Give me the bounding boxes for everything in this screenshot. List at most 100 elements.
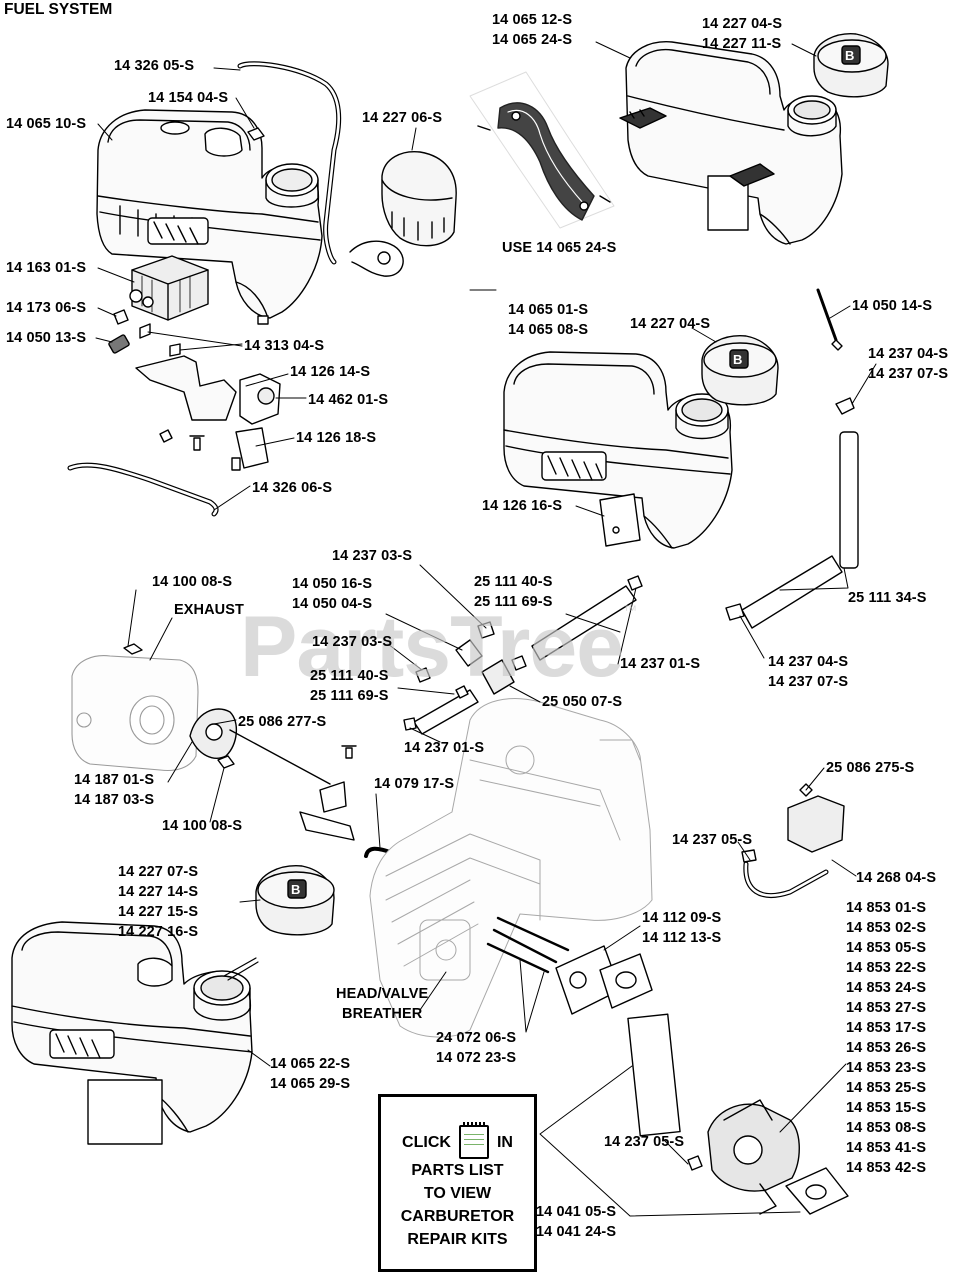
part-label[interactable]: 14 041 05-S 14 041 24-S [536, 1202, 616, 1242]
part-label-carburetor[interactable]: 14 853 01-S 14 853 02-S 14 853 05-S 14 8… [846, 898, 926, 1178]
part-label[interactable]: 14 237 05-S [672, 830, 752, 850]
part-label[interactable]: 14 065 10-S [6, 114, 86, 134]
part-label[interactable]: 14 065 01-S 14 065 08-S [508, 300, 588, 340]
part-label[interactable]: 14 227 06-S [362, 108, 442, 128]
part-label[interactable]: EXHAUST [174, 600, 244, 620]
part-label[interactable]: 14 050 14-S [852, 296, 932, 316]
part-number: 14 237 04-S [768, 654, 849, 670]
part-label[interactable]: 25 086 275-S [826, 758, 914, 778]
fuel-tank-middle [503, 351, 733, 549]
part-number: 14 853 41-S [846, 1140, 927, 1156]
part-number: 14 227 15-S [118, 904, 199, 920]
part-label[interactable]: 14 268 04-S [856, 868, 936, 888]
part-number: 14 237 07-S [768, 674, 849, 690]
part-label[interactable]: 14 313 04-S [244, 336, 324, 356]
part-number: 14 050 16-S [292, 576, 373, 592]
part-number: 14 237 05-S [672, 832, 753, 848]
part-number: 14 462 01-S [308, 392, 389, 408]
part-label[interactable]: 14 237 04-S 14 237 07-S [768, 652, 848, 692]
part-number: 14 853 17-S [846, 1020, 927, 1036]
carburetor-kits-callout[interactable]: CLICK IN PARTS LIST TO VIEW CARBURETOR R… [378, 1094, 537, 1272]
part-note: USE 14 065 24-S [502, 240, 617, 256]
part-label[interactable]: 25 086 277-S [238, 712, 326, 732]
svg-text:B: B [733, 352, 742, 367]
part-number: 14 313 04-S [244, 338, 325, 354]
part-number: 14 227 04-S [630, 316, 711, 332]
part-number: 14 041 24-S [536, 1224, 617, 1240]
vapor-canister [129, 255, 209, 321]
part-number: 14 112 13-S [642, 930, 722, 946]
leader-lines [95, 41, 877, 1217]
part-number: 14 126 16-S [482, 498, 563, 514]
part-number: 14 065 22-S [270, 1056, 351, 1072]
part-number: 14 041 05-S [536, 1204, 617, 1220]
fuel-cap-top-right: B [813, 33, 889, 98]
part-label[interactable]: 14 326 06-S [252, 478, 332, 498]
part-label[interactable]: 14 227 04-S [630, 314, 710, 334]
part-number: 14 237 03-S [312, 634, 393, 650]
part-label[interactable]: 25 050 07-S [542, 692, 622, 712]
part-label[interactable]: 14 237 03-S [312, 632, 392, 652]
part-label[interactable]: 14 126 14-S [290, 362, 370, 382]
callout-line: REPAIR KITS [407, 1231, 508, 1248]
part-number: 14 050 13-S [6, 330, 87, 346]
engine-block [369, 698, 653, 1038]
part-label[interactable]: 14 462 01-S [308, 390, 388, 410]
part-label[interactable]: 14 126 16-S [482, 496, 562, 516]
part-number: 25 086 275-S [826, 760, 915, 776]
part-number: 14 065 08-S [508, 322, 589, 338]
part-number: 14 237 01-S [404, 740, 485, 756]
callout-line: PARTS LIST [411, 1162, 504, 1179]
svg-text:B: B [291, 882, 300, 897]
part-label[interactable]: 14 237 03-S [332, 546, 412, 566]
part-number: 14 227 11-S [702, 36, 782, 52]
part-label[interactable]: 14 173 06-S [6, 298, 86, 318]
notebook-icon[interactable] [458, 1122, 489, 1159]
part-number: 14 065 10-S [6, 116, 87, 132]
part-name: HEAD/VALVE [336, 986, 429, 1002]
part-number: 14 227 06-S [362, 110, 443, 126]
part-number: 14 326 05-S [114, 58, 195, 74]
part-label[interactable]: 14 079 17-S [374, 774, 454, 794]
part-label[interactable]: 14 100 08-S [152, 572, 232, 592]
part-number: 25 086 277-S [238, 714, 327, 730]
part-label[interactable]: 14 237 05-S [604, 1132, 684, 1152]
part-label[interactable]: 14 326 05-S [114, 56, 194, 76]
page-title: FUEL SYSTEM [4, 1, 113, 18]
part-number: 14 065 01-S [508, 302, 589, 318]
part-label[interactable]: 14 187 01-S 14 187 03-S [74, 770, 154, 810]
part-label[interactable]: 14 154 04-S [148, 88, 228, 108]
part-number: 14 237 05-S [604, 1134, 685, 1150]
part-number: 14 853 23-S [846, 1060, 927, 1076]
part-number: 14 187 03-S [74, 792, 155, 808]
part-label[interactable]: 14 126 18-S [296, 428, 376, 448]
fuel-tank-top-left [96, 109, 323, 325]
part-label[interactable]: 14 050 13-S [6, 328, 86, 348]
part-number: 14 187 01-S [74, 772, 155, 788]
part-label[interactable]: 14 237 01-S [620, 654, 700, 674]
part-label[interactable]: 14 100 08-S [162, 816, 242, 836]
part-number: 14 853 27-S [846, 1000, 927, 1016]
part-number: 25 050 07-S [542, 694, 623, 710]
part-number: 14 853 26-S [846, 1040, 927, 1056]
callout-click-word: CLICK [402, 1133, 451, 1151]
part-number: 14 072 23-S [436, 1050, 517, 1066]
watermark-text: PartsTree [240, 599, 624, 695]
part-number: 14 268 04-S [856, 870, 937, 886]
part-label[interactable]: USE 14 065 24-S [502, 238, 616, 258]
part-label[interactable]: 14 163 01-S [6, 258, 86, 278]
carburetor [707, 1099, 800, 1215]
part-label[interactable]: 25 111 34-S [848, 588, 927, 608]
part-label[interactable]: 14 237 01-S [404, 738, 484, 758]
